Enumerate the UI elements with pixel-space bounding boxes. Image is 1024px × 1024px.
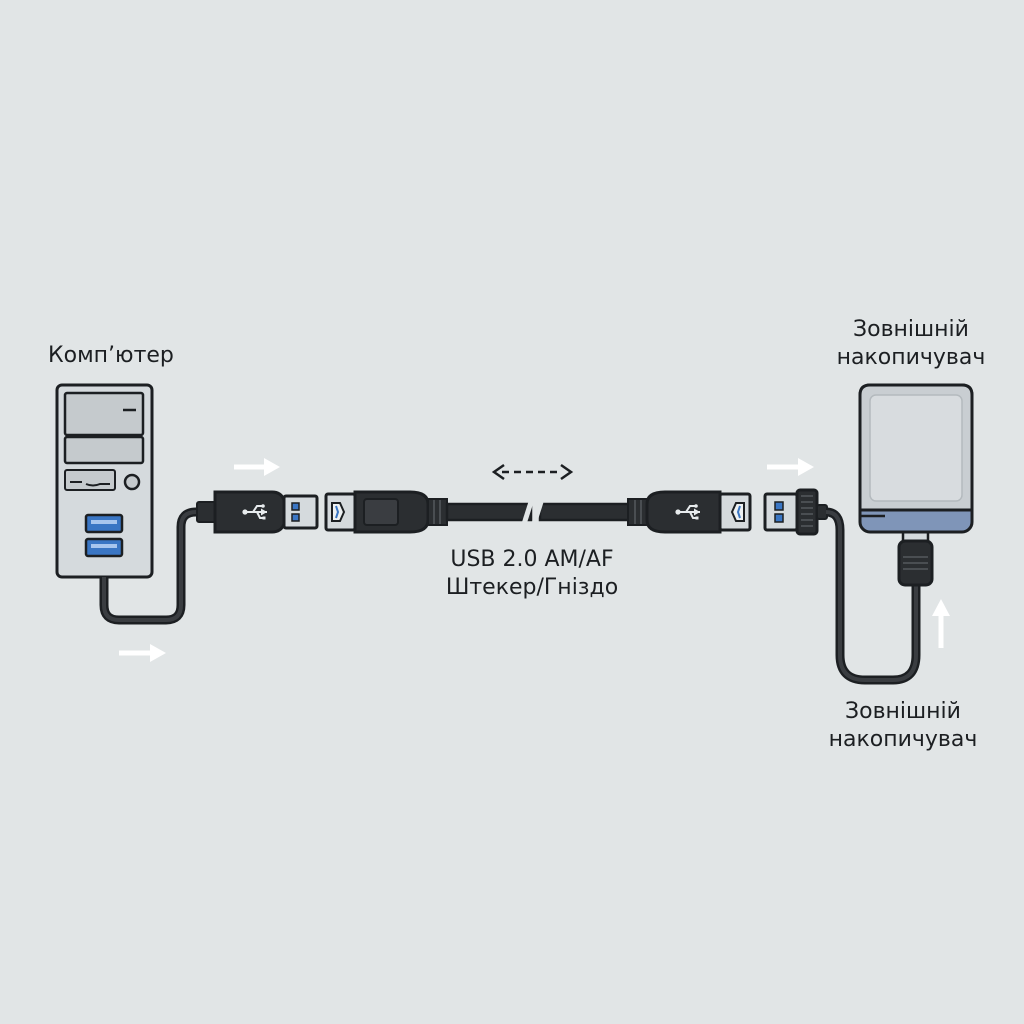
cable-spec-line2: Штекер/Гніздо [445, 575, 619, 600]
drive-label-top: Зовнішній накопичувач [836, 316, 986, 372]
usb-a-plug-left [196, 490, 319, 534]
drive-label-top-line2: накопичувач [836, 345, 986, 370]
flow-arrow-icon [119, 644, 166, 662]
flow-arrow-icon [767, 458, 814, 476]
usb-a-socket-left [324, 490, 448, 534]
drive-label-bottom-line2: накопичувач [828, 727, 978, 752]
cable-spec-label: USB 2.0 AM/AF Штекер/Гніздо [432, 546, 632, 602]
flow-arrow-up-icon [932, 599, 950, 648]
cable-spec-line1: USB 2.0 AM/AF [450, 547, 614, 572]
extension-cable [445, 501, 632, 525]
drive-label-bottom-line1: Зовнішній [845, 699, 961, 724]
drive-label-bottom: Зовнішній накопичувач [828, 698, 978, 754]
usb-a-socket-right [627, 490, 752, 534]
length-arrow-icon [491, 463, 574, 481]
usb-a-plug-right [763, 488, 828, 536]
computer-label: Комп’ютер [48, 343, 174, 368]
flow-arrow-icon [234, 458, 280, 476]
external-drive-icon [858, 383, 974, 587]
drive-label-top-line1: Зовнішній [853, 317, 969, 342]
computer-icon [55, 383, 154, 579]
